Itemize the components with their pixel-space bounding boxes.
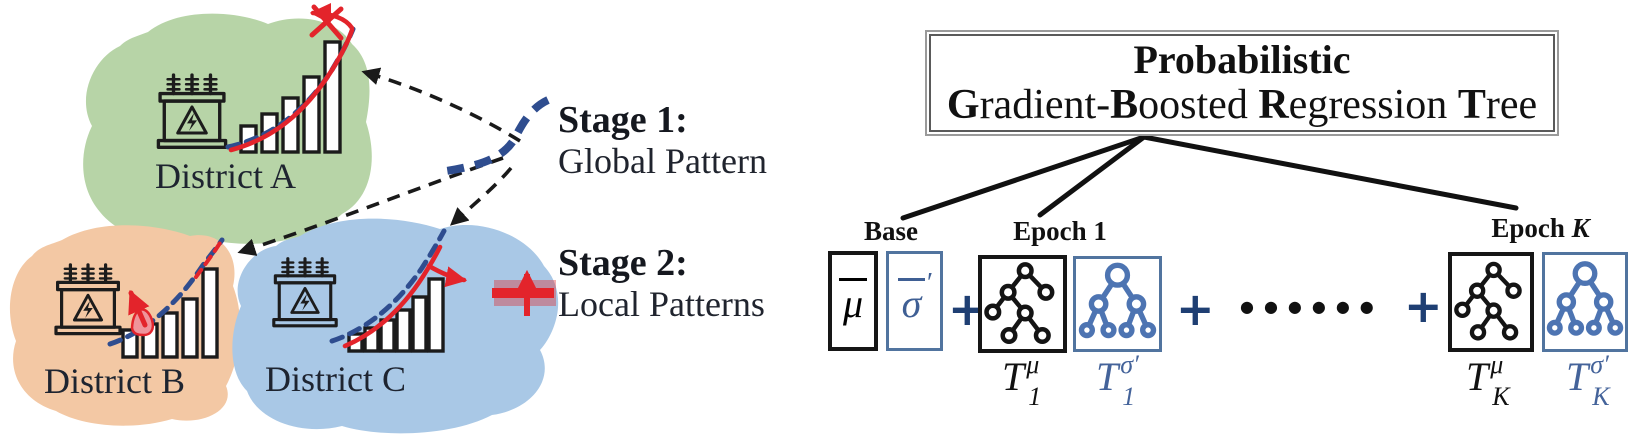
mu-decision-tree-icon xyxy=(984,262,1055,345)
plus-operator: + xyxy=(1404,279,1443,333)
district-b-chart xyxy=(107,237,225,359)
stage-1-subtitle: Global Pattern xyxy=(558,141,767,182)
arrow-to-district-b xyxy=(237,156,504,256)
t1-sigma-label: T σ′1 xyxy=(1096,350,1139,411)
gbrt-title-line1: Probabilistic xyxy=(1133,36,1351,82)
epochK-sigma-tree-box xyxy=(1542,252,1628,352)
stage-1-title: Stage 1: xyxy=(558,99,688,141)
stage-1-label: Stage 1: Global Pattern xyxy=(558,99,767,182)
base-sigma-box: σ′ xyxy=(886,251,943,351)
district-b-label: District B xyxy=(44,361,185,401)
stage1-arrows xyxy=(237,67,521,256)
fanout-lines xyxy=(900,134,1519,221)
district-a-chart xyxy=(225,2,356,154)
district-a-region xyxy=(83,13,372,244)
local-pattern-symbol-icon xyxy=(492,269,556,316)
tK-sigma-label: T σ′K xyxy=(1566,350,1610,411)
mu-bar-symbol: μ xyxy=(838,277,868,325)
global-pattern-curve-icon xyxy=(437,96,550,176)
district-c-label: District C xyxy=(265,359,406,399)
district-a-label: District A xyxy=(155,156,296,196)
stage-2-title: Stage 2: xyxy=(558,242,688,284)
sigma-decision-tree-icon xyxy=(1078,262,1157,339)
epoch-k-label: Epoch K xyxy=(1491,213,1590,243)
sigma-decision-tree-icon xyxy=(1546,261,1624,336)
epoch1-mu-tree-box xyxy=(978,255,1067,353)
district-b-region xyxy=(9,225,241,426)
ellipsis-dots: ●●●●●● xyxy=(1240,297,1384,316)
sigma-bar-prime-symbol: σ′ xyxy=(897,269,931,325)
arrow-to-district-c xyxy=(449,166,513,226)
stage-2-subtitle: Local Patterns xyxy=(558,284,765,325)
gbrt-title-line2: Gradient-Boosted Regression Tree xyxy=(946,81,1538,128)
plus-operator: + xyxy=(1176,282,1215,336)
base-label: Base xyxy=(864,216,918,246)
epochK-mu-tree-box xyxy=(1448,252,1534,352)
epoch-1-label: Epoch 1 xyxy=(1013,216,1107,246)
district-c-chart xyxy=(329,228,468,353)
gbrt-title-box: Probabilistic Gradient-Boosted Regressio… xyxy=(925,30,1559,136)
local-deviation-arrow-icon xyxy=(128,289,150,328)
local-deviation-arrow-icon xyxy=(426,263,468,288)
mismatch-cross-icon xyxy=(309,4,344,41)
base-mu-box: μ xyxy=(828,251,878,351)
arrow-to-district-a xyxy=(361,67,521,143)
mu-decision-tree-icon xyxy=(1454,261,1522,341)
epoch1-sigma-tree-box xyxy=(1073,256,1162,352)
stage-2-label: Stage 2: Local Patterns xyxy=(558,242,765,325)
